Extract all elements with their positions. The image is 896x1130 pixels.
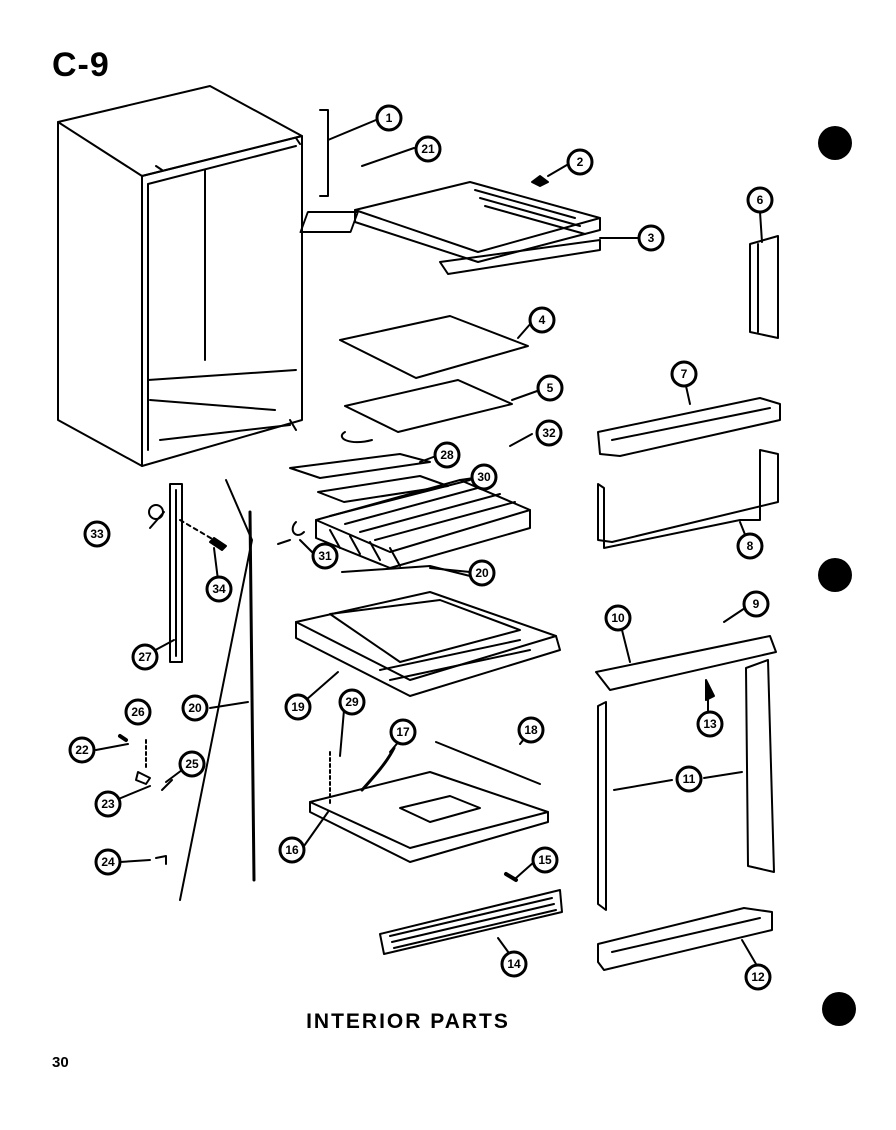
- callout-27: 27: [131, 643, 159, 671]
- callout-28-upper: 28: [433, 441, 461, 469]
- top-panel-part: [299, 181, 601, 275]
- svg-text:31: 31: [318, 549, 332, 563]
- callout-16: 16: [278, 836, 306, 864]
- svg-text:34: 34: [212, 582, 226, 596]
- cabinet-part: [57, 85, 329, 467]
- svg-text:28: 28: [440, 448, 454, 462]
- svg-text:17: 17: [396, 725, 410, 739]
- callout-33: 33: [83, 520, 111, 548]
- callout-30: 30: [470, 463, 498, 491]
- svg-text:18: 18: [524, 723, 538, 737]
- svg-text:20: 20: [188, 701, 202, 715]
- svg-text:16: 16: [285, 843, 299, 857]
- binder-hole-bottom: [822, 992, 856, 1026]
- svg-text:15: 15: [538, 853, 552, 867]
- svg-text:2: 2: [577, 155, 584, 169]
- svg-text:1: 1: [386, 111, 393, 125]
- diagram-caption: INTERIOR PARTS: [306, 1010, 510, 1033]
- shelf-part-16: [309, 741, 549, 863]
- evaporator-part: [315, 479, 531, 569]
- svg-text:20: 20: [475, 566, 489, 580]
- callout-5: 5: [536, 374, 564, 402]
- svg-text:30: 30: [477, 470, 491, 484]
- svg-text:14: 14: [507, 957, 521, 971]
- svg-text:9: 9: [753, 597, 760, 611]
- callout-3: 3: [637, 224, 665, 252]
- callout-29-upper: 20: [468, 559, 496, 587]
- svg-text:3: 3: [648, 231, 655, 245]
- callout-21: 21: [414, 135, 442, 163]
- svg-text:4: 4: [539, 313, 546, 327]
- svg-text:13: 13: [703, 717, 717, 731]
- callout-18: 18: [517, 716, 545, 744]
- callout-32: 32: [535, 419, 563, 447]
- callout-13: 13: [696, 710, 724, 738]
- drip-tray-part: [295, 591, 561, 697]
- svg-text:27: 27: [138, 650, 152, 664]
- callout-17: 17: [389, 718, 417, 746]
- page-code: C-9: [52, 46, 110, 84]
- callout-9: 9: [742, 590, 770, 618]
- svg-text:6: 6: [757, 193, 764, 207]
- grille-part: [379, 889, 563, 955]
- svg-text:12: 12: [751, 970, 765, 984]
- svg-text:33: 33: [90, 527, 104, 541]
- svg-text:22: 22: [75, 743, 89, 757]
- svg-text:7: 7: [681, 367, 688, 381]
- callout-8: 8: [736, 532, 764, 560]
- callout-10-upper: 10: [604, 604, 632, 632]
- svg-text:21: 21: [421, 142, 435, 156]
- callout-25: 25: [178, 750, 206, 778]
- callout-34: 34: [205, 575, 233, 603]
- svg-text:8: 8: [747, 539, 754, 553]
- callout-15: 15: [531, 846, 559, 874]
- binder-hole-middle: [818, 558, 852, 592]
- callout-14: 14: [500, 950, 528, 978]
- callout-22: 22: [68, 736, 96, 764]
- svg-text:5: 5: [547, 381, 554, 395]
- callout-6: 6: [746, 186, 774, 214]
- callout-24: 24: [94, 848, 122, 876]
- callout-7: 7: [670, 360, 698, 388]
- svg-text:19: 19: [291, 700, 305, 714]
- svg-text:32: 32: [542, 426, 556, 440]
- svg-text:10: 10: [611, 611, 625, 625]
- callout-12: 12: [744, 963, 772, 991]
- binder-hole-top: [818, 126, 852, 160]
- callout-26: 26: [124, 698, 152, 726]
- svg-text:25: 25: [185, 757, 199, 771]
- page-number: 30: [52, 1054, 69, 1071]
- callout-19: 19: [284, 693, 312, 721]
- svg-text:23: 23: [101, 797, 115, 811]
- callout-1: 1: [375, 104, 403, 132]
- callouts: 1 21 2 3 6 4 5 7 32 28 30 8 33 31 34 20 …: [68, 104, 774, 991]
- callout-2: 2: [566, 148, 594, 176]
- callout-31: 31: [311, 542, 339, 570]
- svg-text:24: 24: [101, 855, 115, 869]
- svg-text:26: 26: [131, 705, 145, 719]
- svg-text:29: 29: [345, 695, 359, 709]
- callout-4: 4: [528, 306, 556, 334]
- callout-29-lower: 29: [338, 688, 366, 716]
- callout-23: 23: [94, 790, 122, 818]
- svg-text:11: 11: [683, 772, 696, 786]
- callout-11: 11: [675, 765, 703, 793]
- shelf-part-4: [339, 315, 529, 379]
- shelf-part-5: [344, 379, 513, 433]
- callout-20: 20: [181, 694, 209, 722]
